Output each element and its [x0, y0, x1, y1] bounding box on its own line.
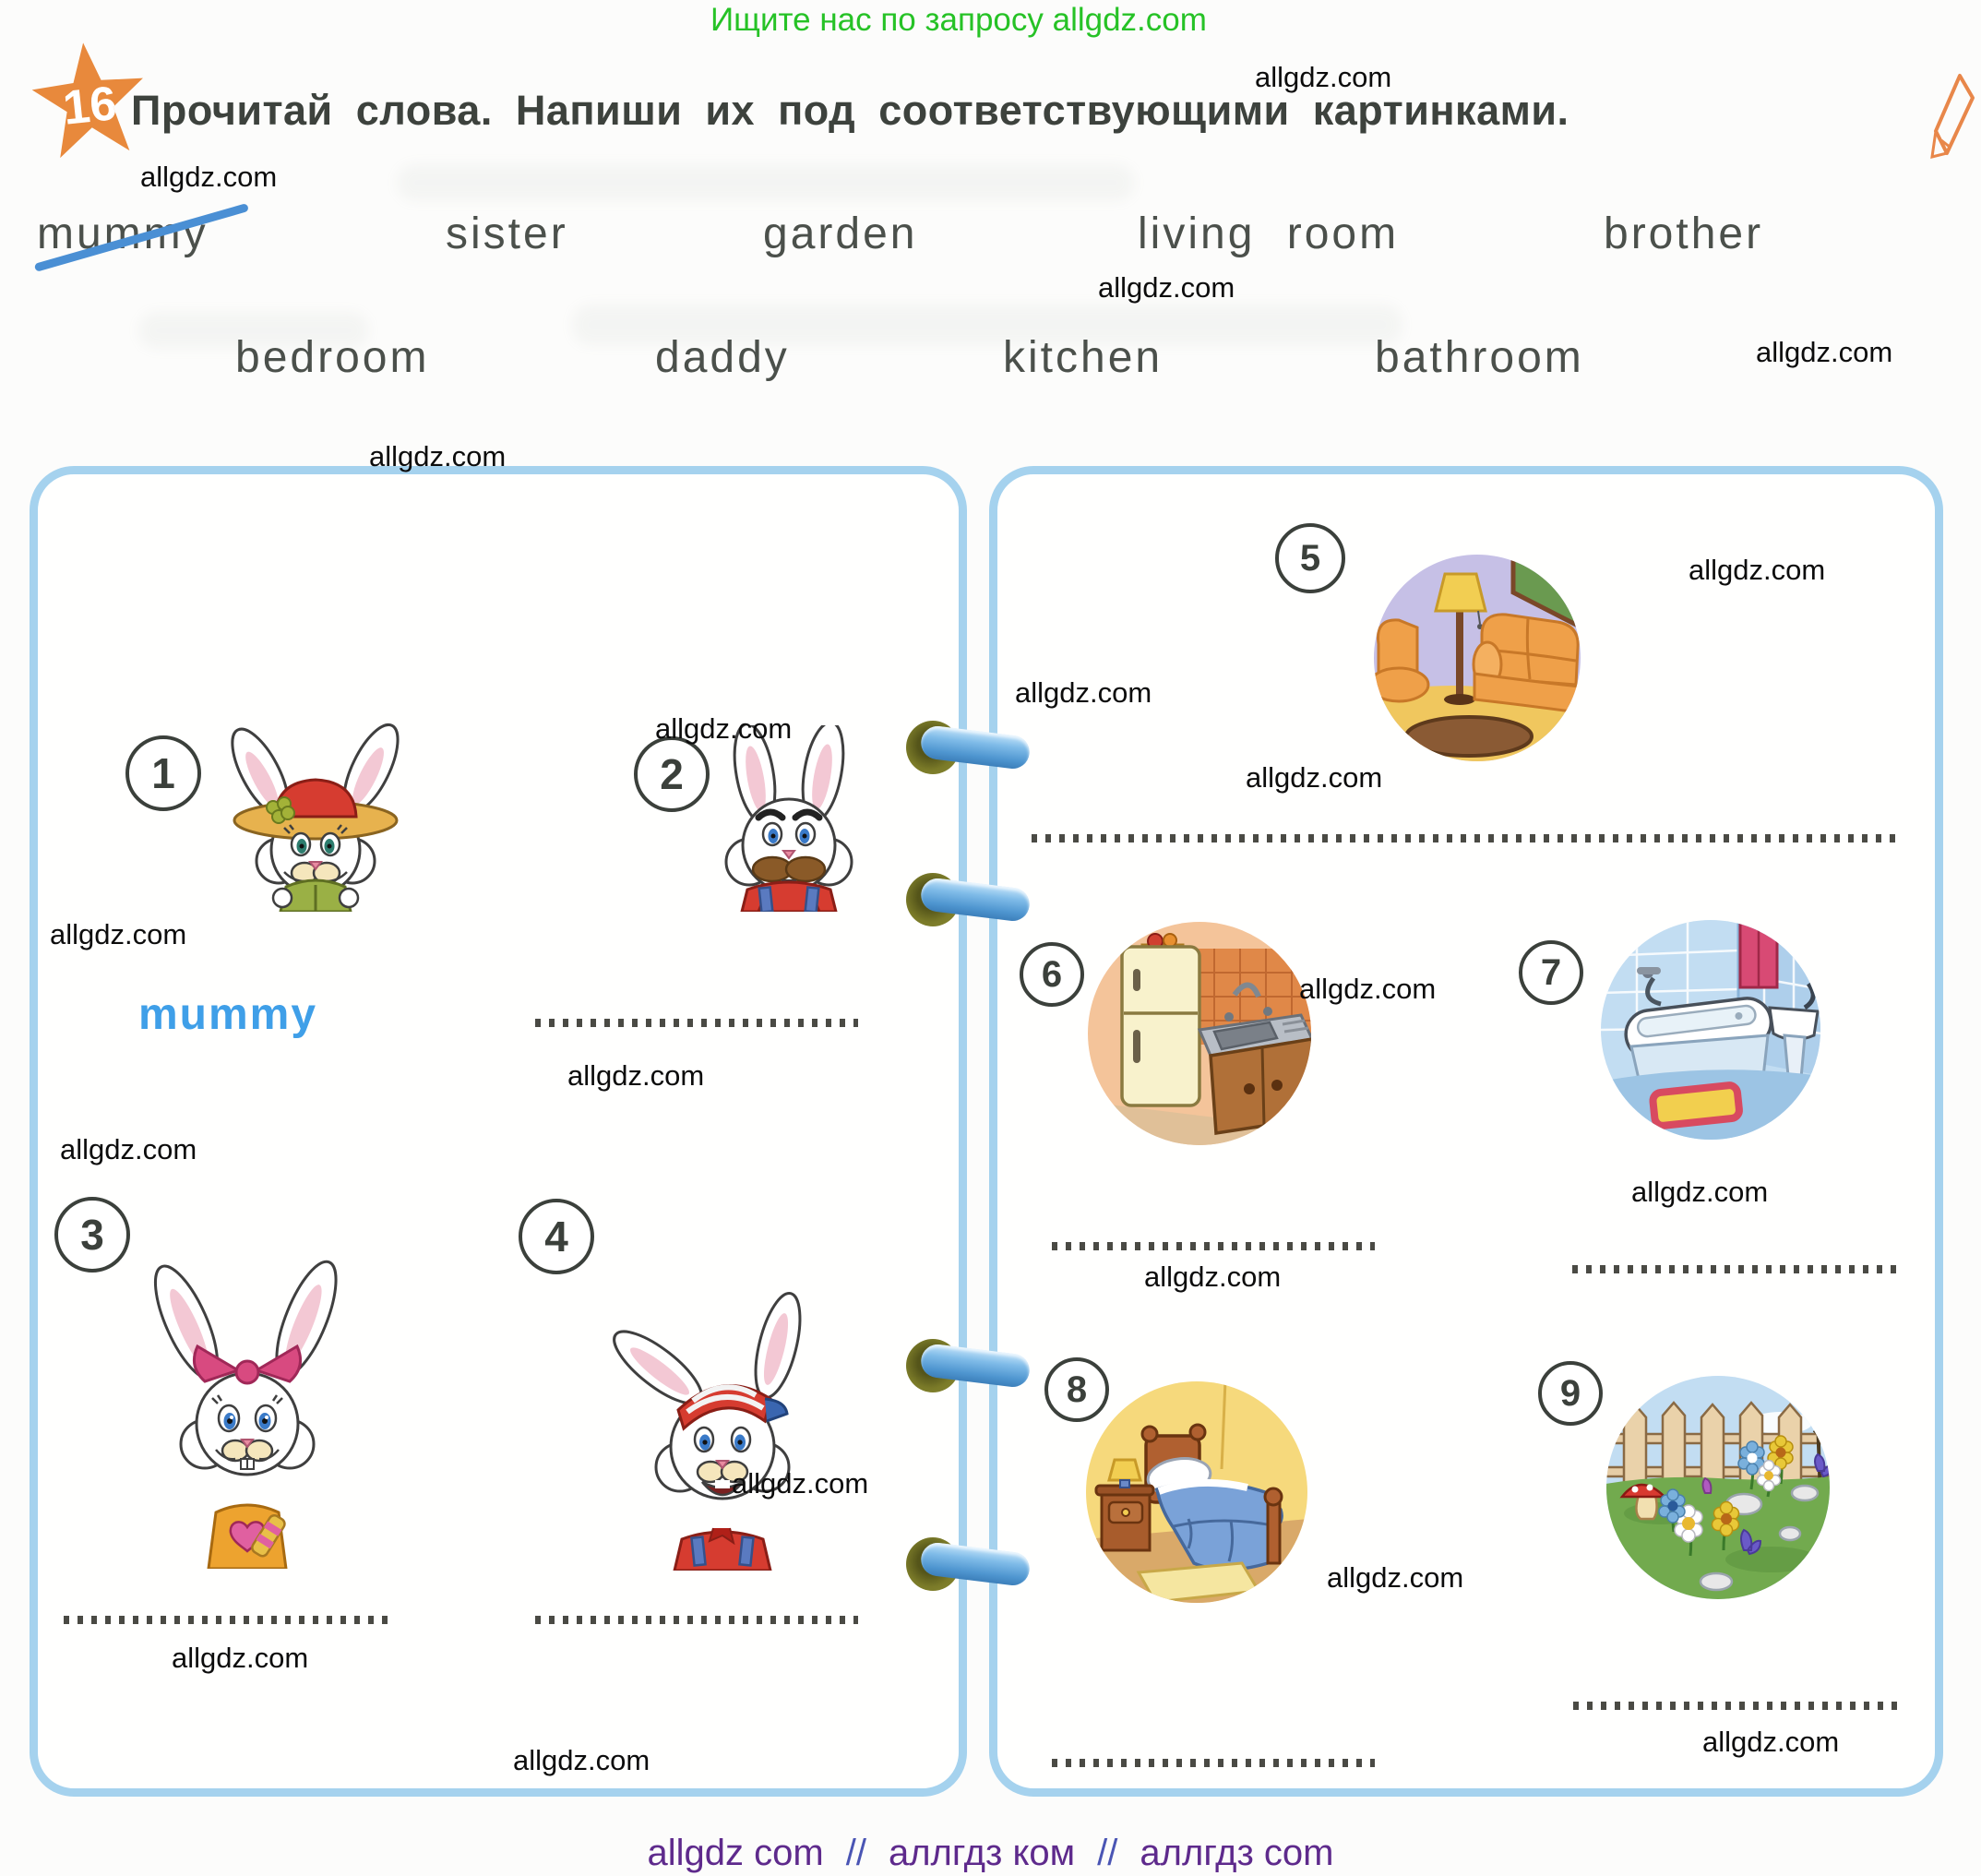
watermark: allgdz.com — [732, 1467, 869, 1500]
watermark: allgdz.com — [1015, 676, 1152, 709]
picture-number-8: 8 — [1044, 1357, 1109, 1422]
watermark: allgdz.com — [1631, 1176, 1769, 1208]
word-brother: brother — [1604, 209, 1764, 258]
answer-line-picture-8 — [1052, 1759, 1375, 1767]
watermark: allgdz.com — [1098, 271, 1235, 304]
mummy-rabbit-illustration — [175, 723, 452, 912]
word-living-room: living room — [1138, 209, 1400, 258]
word-mummy: mummy — [37, 209, 209, 258]
watermark: allgdz.com — [60, 1133, 197, 1165]
living-room-picture — [1373, 554, 1581, 762]
picture-number-4: 4 — [519, 1199, 594, 1274]
footer-part: аллгдз ком — [888, 1833, 1076, 1873]
answer-picture-1: mummy — [138, 990, 318, 1039]
answer-line-picture-2 — [535, 1019, 858, 1027]
watermark: allgdz.com — [1299, 973, 1437, 1005]
answer-line-picture-9 — [1573, 1702, 1901, 1710]
answer-line-picture-7 — [1572, 1265, 1896, 1273]
watermark: allgdz.com — [172, 1642, 309, 1674]
watermark: allgdz.com — [140, 161, 278, 193]
watermark: allgdz.com — [513, 1744, 650, 1776]
picture-number-5: 5 — [1275, 523, 1345, 593]
exercise-number: 16 — [60, 77, 120, 136]
watermark: allgdz.com — [1246, 761, 1383, 794]
watermark: allgdz.com — [655, 712, 793, 745]
answer-line-picture-4 — [535, 1616, 858, 1624]
watermark: allgdz.com — [1689, 554, 1826, 586]
brother-rabbit-illustration — [586, 1283, 853, 1571]
answer-line-picture-3 — [64, 1616, 388, 1624]
watermark: allgdz.com — [50, 918, 187, 950]
footer-separator: // — [1097, 1833, 1118, 1873]
footer-separator: // — [845, 1833, 866, 1873]
daddy-rabbit-illustration — [646, 725, 932, 912]
watermark: allgdz.com — [1144, 1261, 1282, 1293]
picture-number-7: 7 — [1519, 940, 1583, 1005]
scan-artifact — [397, 164, 1135, 201]
footer-part: аллгдз com — [1140, 1833, 1334, 1873]
watermark: allgdz.com — [1756, 336, 1893, 368]
watermark: allgdz.com — [1702, 1726, 1840, 1758]
sister-rabbit-illustration — [120, 1250, 374, 1569]
watermark: allgdz.com — [1327, 1561, 1464, 1594]
watermark: allgdz.com — [369, 440, 507, 472]
word-daddy: daddy — [655, 333, 790, 382]
footer-watermark-line: allgdz com // аллгдз ком // аллгдз com — [648, 1833, 1334, 1874]
notebook-left-page — [30, 466, 967, 1797]
picture-number-3: 3 — [54, 1197, 130, 1273]
word-garden: garden — [763, 209, 918, 258]
answer-line-picture-5 — [1032, 834, 1903, 842]
scan-artifact — [138, 312, 369, 349]
picture-number-1: 1 — [125, 735, 201, 811]
garden-picture — [1605, 1375, 1831, 1600]
word-bedroom: bedroom — [235, 333, 430, 382]
bedroom-picture — [1085, 1380, 1308, 1604]
picture-number-6: 6 — [1020, 942, 1084, 1007]
promo-banner: Ищите нас по запросу allgdz.com — [710, 2, 1207, 38]
word-bathroom: bathroom — [1375, 333, 1584, 382]
word-kitchen: kitchen — [1003, 333, 1164, 382]
word-sister: sister — [446, 209, 568, 258]
scan-artifact — [572, 305, 1402, 345]
picture-number-9: 9 — [1538, 1361, 1603, 1426]
answer-line-picture-6 — [1052, 1242, 1375, 1250]
footer-part: allgdz com — [647, 1833, 824, 1873]
kitchen-picture — [1087, 921, 1312, 1146]
watermark: allgdz.com — [1255, 61, 1392, 93]
bathroom-picture — [1600, 919, 1821, 1141]
exercise-title: Прочитай слова. Напиши их под соответств… — [131, 87, 1569, 134]
picture-number-2: 2 — [634, 736, 710, 812]
watermark: allgdz.com — [567, 1059, 705, 1092]
pen-icon — [1930, 74, 1975, 159]
